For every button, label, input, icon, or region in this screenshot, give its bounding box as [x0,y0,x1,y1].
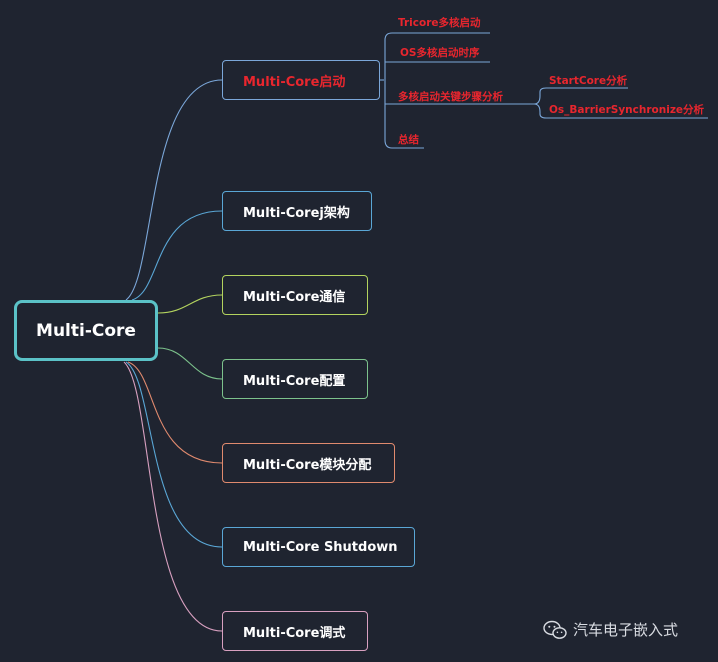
branch-label: Multi-Core调式 [243,625,346,641]
branch-node-configuration[interactable]: Multi-Core配置 [222,359,368,399]
branch-node-communication[interactable]: Multi-Core通信 [222,275,368,315]
branch-node-architecture[interactable]: Multi-Corej架构 [222,191,372,231]
branch-label: Multi-Core启动 [243,74,346,90]
connector-branch-4 [127,361,223,464]
branch-label: Multi-Core配置 [243,373,346,389]
sub-node-startcore-analysis[interactable]: StartCore分析 [549,75,628,87]
branch-label: Multi-Corej架构 [243,205,350,221]
connector-sub-barrier [533,103,708,119]
connector-branch-5 [125,361,223,548]
connector-branch-3 [157,347,223,380]
branch-node-module-allocation[interactable]: Multi-Core模块分配 [222,443,395,483]
connector-sub-startcore [533,87,628,105]
branch-node-startup[interactable]: Multi-Core启动 [222,60,380,100]
sub-node-os-startup-sequence[interactable]: OS多核启动时序 [400,47,480,59]
branch-label: Multi-Core通信 [243,289,346,305]
connector-sub-summary-vertical [384,40,424,149]
connector-sub-tricore [384,32,490,41]
branch-label: Multi-Core模块分配 [243,457,372,473]
wechat-icon [543,620,567,639]
sub-node-summary[interactable]: 总结 [398,134,419,146]
connector-branch-0 [125,79,223,301]
branch-node-shutdown[interactable]: Multi-Core Shutdown [222,527,415,567]
sub-node-barrier-sync-analysis[interactable]: Os_BarrierSynchronize分析 [549,104,705,116]
watermark: 汽车电子嵌入式 [543,619,678,640]
connector-branch-6 [123,361,223,632]
sub-node-key-steps-analysis[interactable]: 多核启动关键步骤分析 [398,91,503,103]
root-node[interactable]: Multi-Core [14,300,158,361]
connector-branch-1 [131,210,223,301]
branch-label: Multi-Core Shutdown [243,539,398,555]
connector-branch-2 [157,294,223,314]
root-label: Multi-Core [36,320,136,341]
watermark-text: 汽车电子嵌入式 [573,621,679,639]
branch-node-debug[interactable]: Multi-Core调式 [222,611,368,651]
sub-node-tricore-startup[interactable]: Tricore多核启动 [398,17,481,29]
